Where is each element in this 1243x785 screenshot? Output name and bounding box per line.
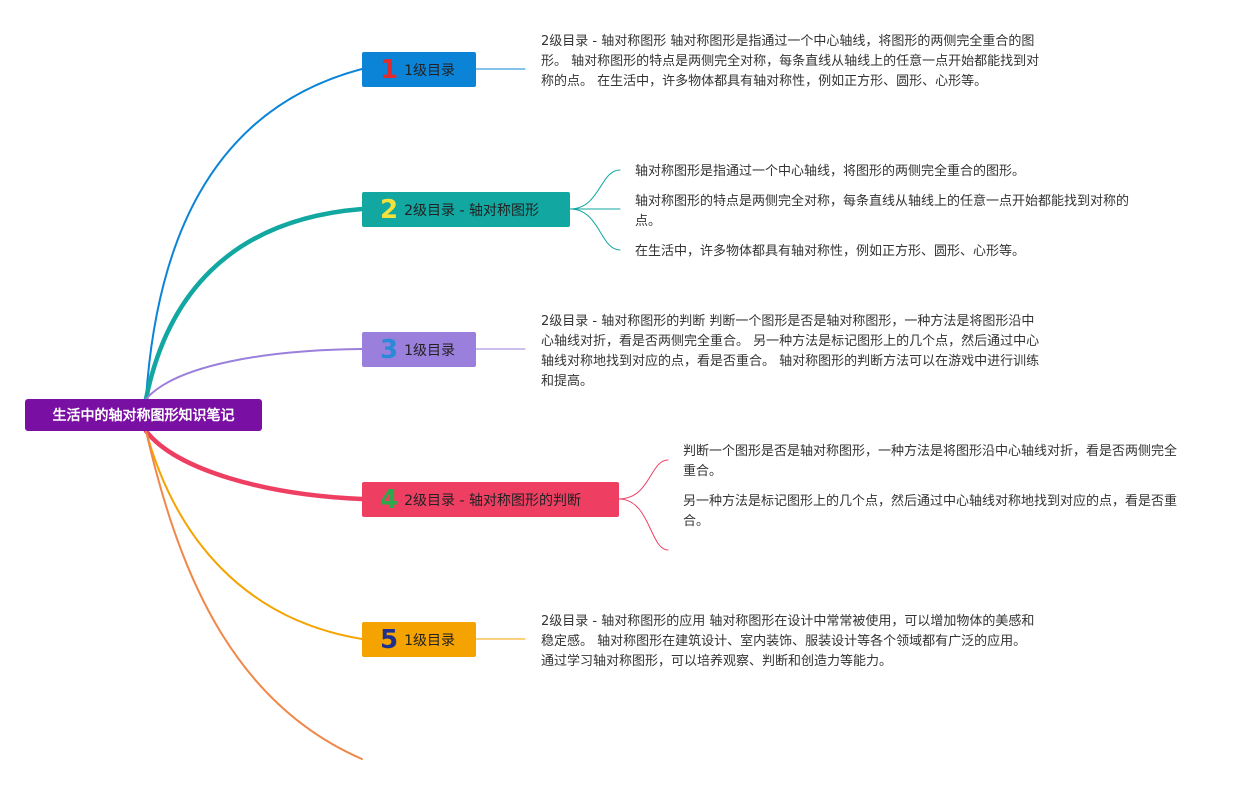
sub-item-4-1: 判断一个图形是否是轴对称图形，一种方法是将图形沿中心轴线对折，看是否两侧完全重合… (683, 444, 1178, 479)
root-node[interactable]: 生活中的轴对称图形知识笔记 (25, 399, 262, 431)
branch-text-5: 2级目录 - 轴对称图形的应用 轴对称图形在设计中常常被使用，可以增加物体的美感… (541, 614, 1035, 669)
sub-item-2-3: 在生活中，许多物体都具有轴对称性，例如正方形、圆形、心形等。 (635, 244, 1026, 259)
branch-number-1: 1 (380, 54, 399, 85)
branch-text-3: 2级目录 - 轴对称图形的判断 判断一个图形是否是轴对称图形，一种方法是将图形沿… (541, 314, 1040, 389)
branch-node-3[interactable]: 3 1级目录 (362, 332, 476, 367)
branch-text-1: 2级目录 - 轴对称图形 轴对称图形是指通过一个中心轴线，将图形的两侧完全重合的… (541, 34, 1040, 89)
sub-item-2-1: 轴对称图形是指通过一个中心轴线，将图形的两侧完全重合的图形。 (635, 164, 1026, 179)
sub-link-4-1 (618, 459, 669, 500)
sub-item-2-2: 轴对称图形的特点是两侧完全对称，每条直线从轴线上的任意一点开始都能找到对称的点。 (635, 194, 1130, 229)
branch-number-2: 2 (380, 194, 399, 225)
branch-link-4 (143, 428, 365, 502)
branch-number-3: 3 (380, 334, 399, 365)
branch-number-5: 5 (380, 624, 399, 655)
sub-link-4-2 (618, 498, 669, 551)
branch-number-4: 4 (380, 484, 399, 515)
sub-link-2-3 (569, 208, 621, 251)
branch-label-4: 2级目录 - 轴对称图形的判断 (404, 492, 581, 509)
branch-node-5[interactable]: 5 1级目录 (362, 622, 476, 657)
branch-link-6 (145, 430, 363, 760)
branch-label-2: 2级目录 - 轴对称图形 (404, 202, 539, 219)
branch-node-1[interactable]: 1 1级目录 (362, 52, 476, 87)
branch-link-3 (145, 348, 363, 400)
root-title: 生活中的轴对称图形知识笔记 (52, 408, 235, 424)
branch-label-5: 1级目录 (404, 632, 456, 649)
branch-node-2[interactable]: 2 2级目录 - 轴对称图形 (362, 192, 570, 227)
branch-link-2 (143, 206, 365, 402)
sub-link-2-1 (569, 169, 621, 210)
sub-item-4-2: 另一种方法是标记图形上的几个点，然后通过中心轴线对称地找到对应的点，看是否重合。 (683, 494, 1178, 529)
branch-label-1: 1级目录 (404, 62, 456, 79)
branch-link-1 (145, 68, 363, 400)
branch-label-3: 1级目录 (404, 342, 456, 359)
branch-link-5 (145, 430, 363, 640)
branch-node-4[interactable]: 4 2级目录 - 轴对称图形的判断 (362, 482, 619, 517)
